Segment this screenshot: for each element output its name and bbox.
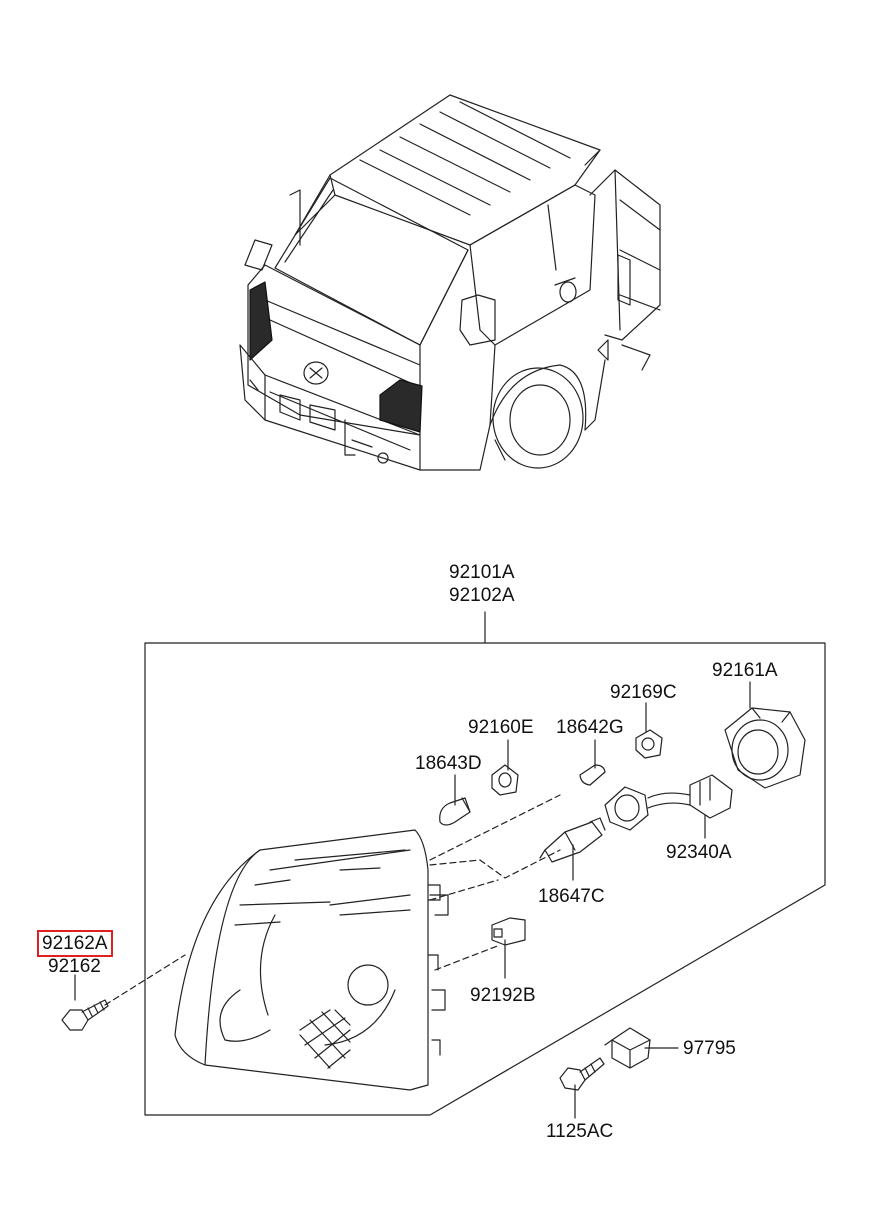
part-18643D-bulb: [439, 797, 471, 826]
label-92162A-highlighted: 92162A: [37, 930, 113, 957]
part-97795-actuator: [604, 1027, 651, 1069]
truck-illustration: [239, 94, 661, 471]
headlamp-housing: [174, 829, 449, 1091]
part-92161A-ring: [724, 707, 806, 789]
label-92340A: 92340A: [666, 842, 732, 863]
assembly-outline: [144, 642, 826, 1116]
part-18642G-bulb: [579, 764, 606, 786]
part-92160E-bulb: [491, 764, 519, 796]
label-assembly-92101A: 92101A: [449, 562, 515, 583]
label-92162: 92162: [48, 956, 101, 977]
truck-headlamps: [249, 281, 423, 433]
part-92340A-socket: [604, 774, 733, 831]
part-92169C-socket: [635, 729, 663, 759]
label-92169C: 92169C: [610, 682, 677, 703]
label-97795: 97795: [683, 1038, 736, 1059]
leader-lines: [104, 794, 561, 1006]
label-leaders: [74, 681, 751, 1119]
part-92192B-clip: [491, 917, 526, 946]
label-1125AC: 1125AC: [546, 1121, 614, 1142]
label-18647C: 18647C: [538, 886, 605, 907]
label-assembly-92102A: 92102A: [449, 585, 515, 606]
label-92192B: 92192B: [470, 985, 536, 1006]
part-1125AC-screw: [559, 1057, 605, 1091]
label-18643D: 18643D: [415, 753, 482, 774]
part-92162-screw: [61, 999, 109, 1031]
label-18642G: 18642G: [556, 717, 624, 738]
part-18647C-socket: [539, 817, 606, 863]
label-92161A: 92161A: [712, 660, 778, 681]
label-92160E: 92160E: [468, 717, 534, 738]
